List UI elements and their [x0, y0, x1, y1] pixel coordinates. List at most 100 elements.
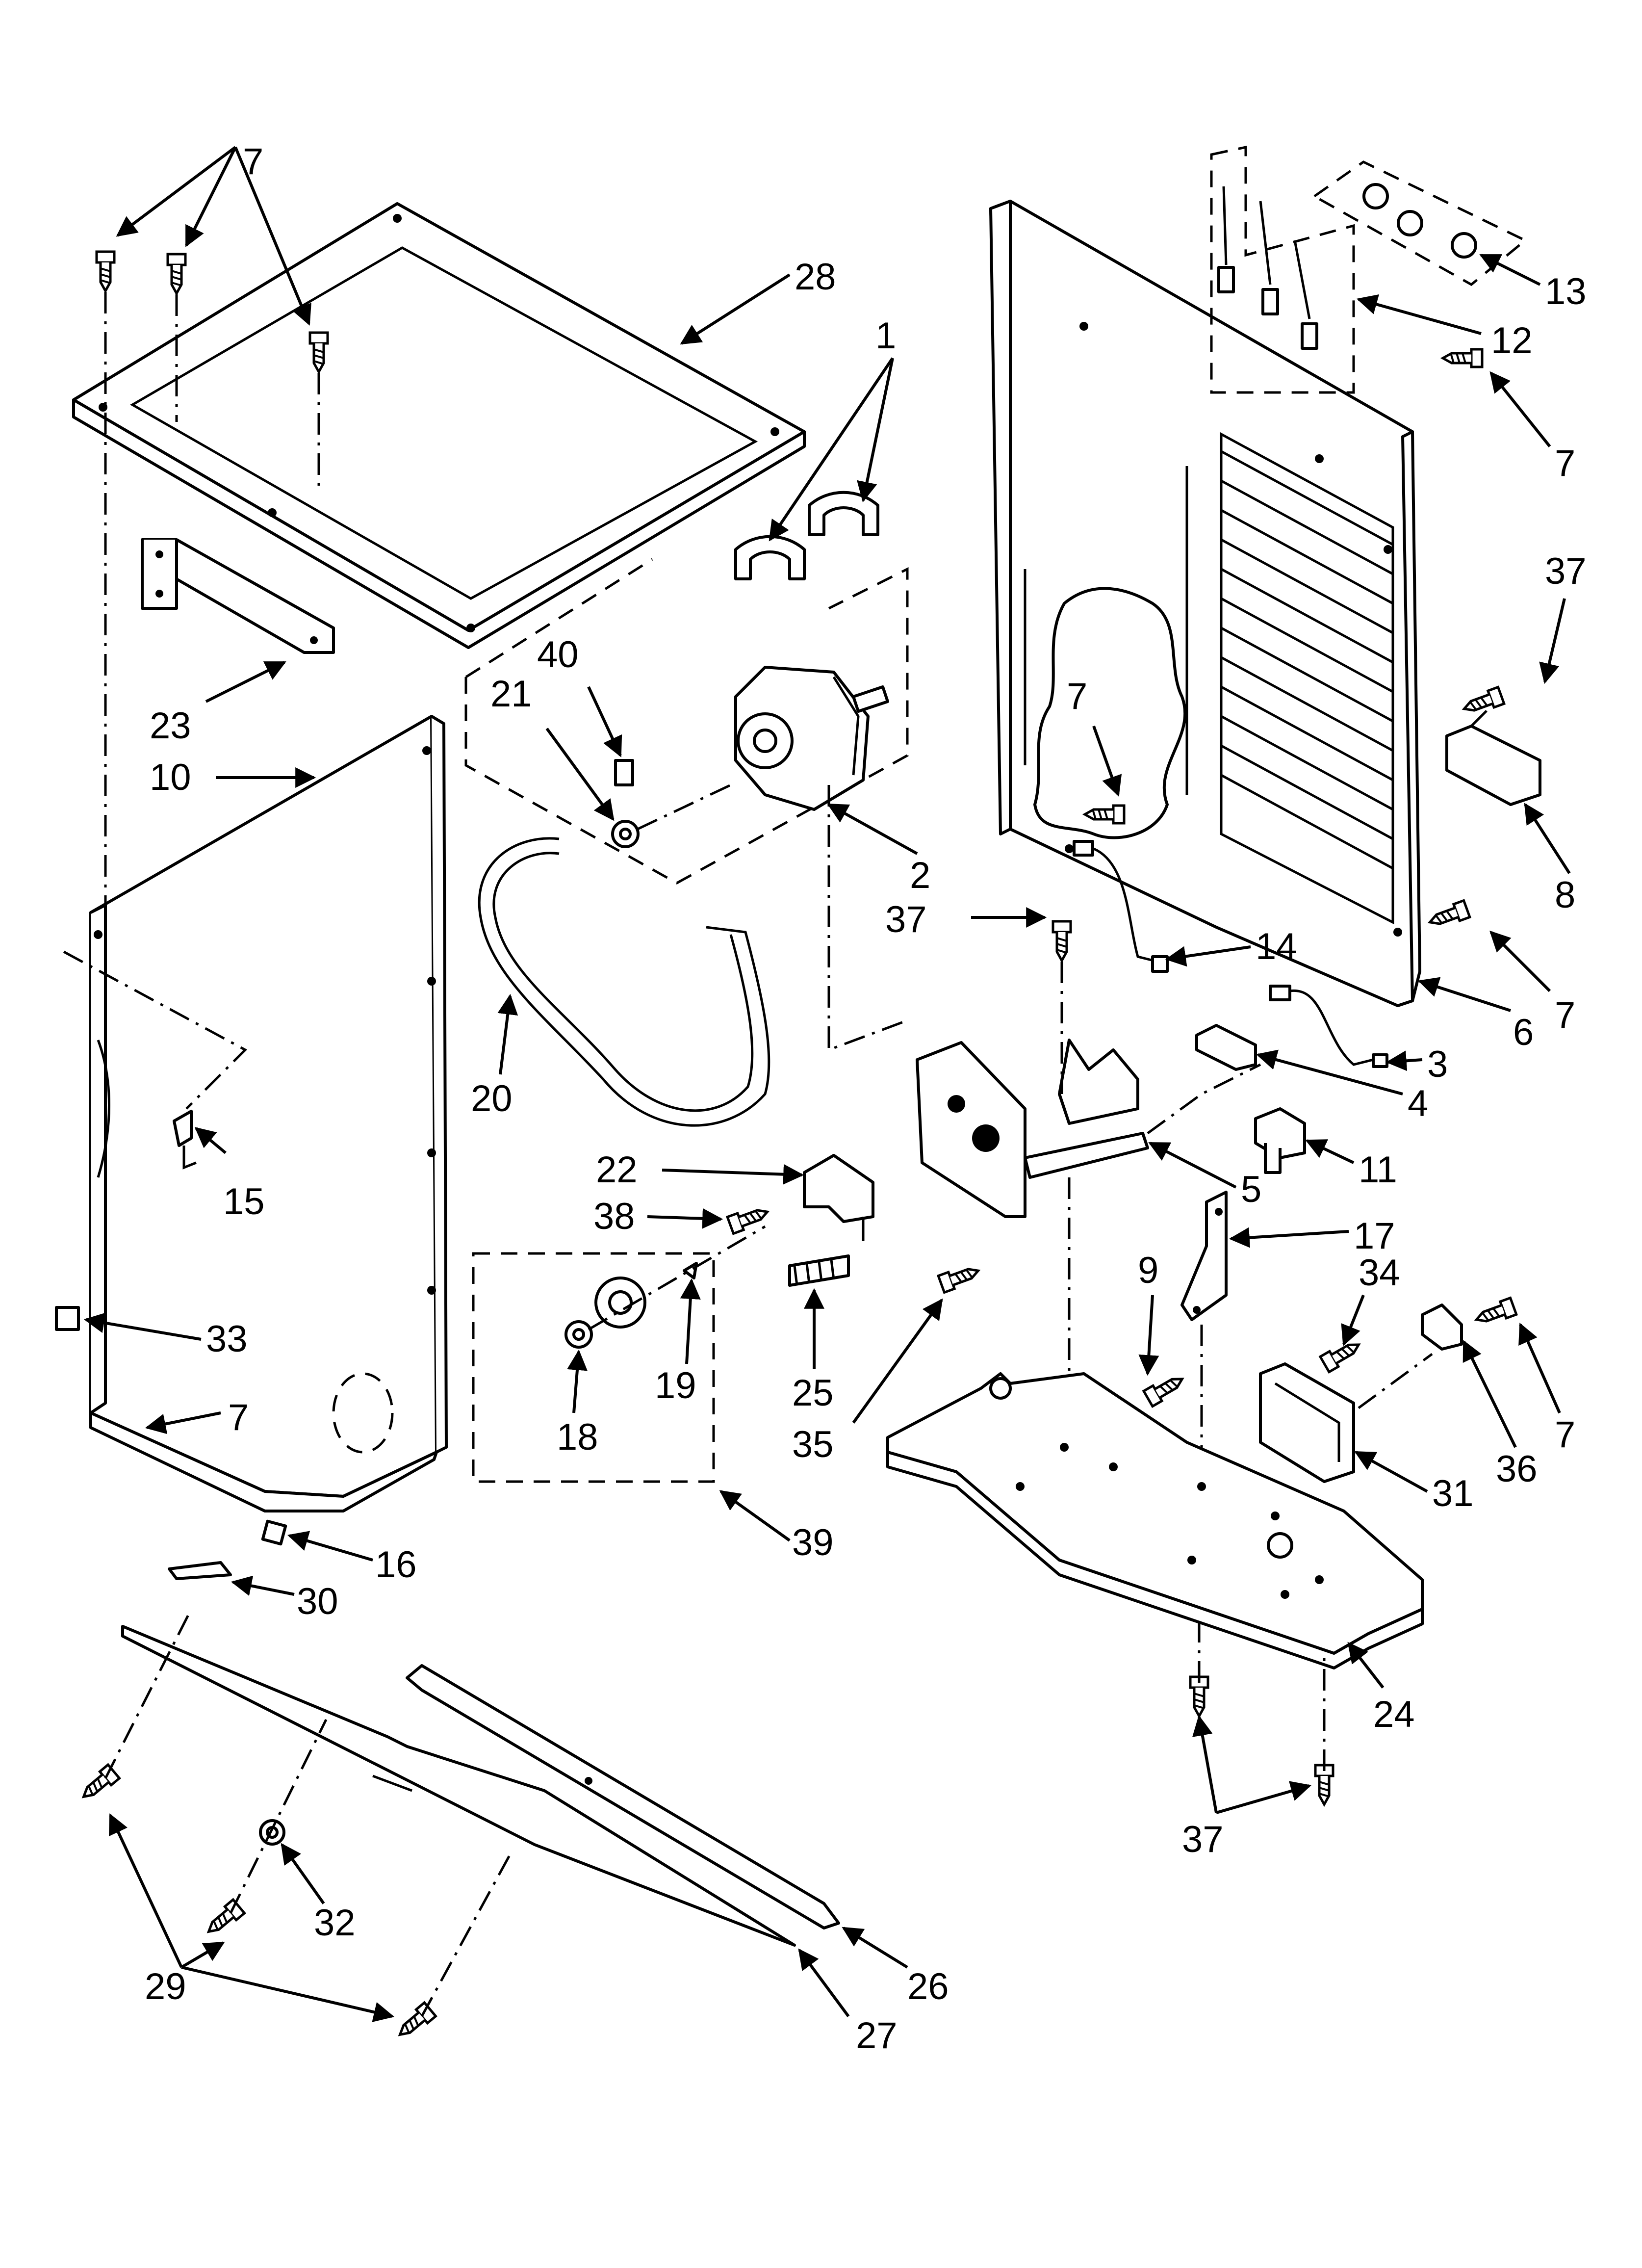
callout-22: 22: [596, 1149, 638, 1191]
callout-24: 24: [1373, 1694, 1415, 1735]
top-bracket: [141, 538, 335, 654]
callout-37b: 37: [885, 899, 927, 940]
callout-17: 17: [1354, 1215, 1395, 1257]
set-screw-40: [614, 759, 634, 786]
side-panel: [89, 715, 448, 1498]
callout-8: 8: [1555, 874, 1575, 916]
callout-37c: 37: [1182, 1819, 1224, 1860]
part-30: [168, 1561, 232, 1580]
callout-25: 25: [792, 1372, 834, 1414]
idler-shaft: [683, 1262, 698, 1279]
callout-27: 27: [856, 2015, 898, 2057]
callout-39: 39: [792, 1522, 834, 1564]
screw-38: [727, 1203, 770, 1233]
drive-motor: [734, 666, 889, 811]
callout-7d: 7: [1555, 994, 1575, 1036]
callout-20: 20: [471, 1078, 513, 1120]
callout-7b: 7: [1555, 443, 1575, 484]
callout-40: 40: [537, 634, 579, 676]
callout-13: 13: [1545, 271, 1587, 313]
motor-clip-a: [734, 535, 806, 580]
screw-7a: [97, 252, 114, 291]
callout-15: 15: [223, 1181, 265, 1223]
leader-lines: [83, 146, 1571, 2022]
drive-belt: [478, 837, 770, 1127]
washer-32: [259, 1819, 285, 1846]
callout-19: 19: [655, 1365, 696, 1407]
callout-14: 14: [1256, 926, 1297, 967]
callout-7c: 7: [1067, 676, 1087, 717]
motor-clip-b: [808, 491, 879, 536]
callout-2: 2: [910, 855, 930, 896]
callout-5: 5: [1241, 1169, 1261, 1210]
screw-29b: [203, 1900, 244, 1938]
callout-labels: 7 28 1 13 12 7 37 40 21 7 23 10 8 2 37 1…: [145, 141, 1587, 2057]
base-pan: [886, 1372, 1424, 1669]
screw-29c: [394, 2003, 436, 2041]
harness-14: [1073, 840, 1169, 973]
callout-9: 9: [1138, 1250, 1158, 1291]
callout-7f: 7: [1555, 1414, 1575, 1456]
harness-3: [1269, 985, 1388, 1068]
callout-12: 12: [1491, 320, 1533, 362]
rail-strip: [406, 1664, 840, 1929]
fastener-kit-box: [1312, 160, 1528, 287]
rear-panel-louvers: [1220, 450, 1394, 870]
clip: [173, 1110, 197, 1170]
fasteners-13: [1362, 183, 1477, 259]
rear-panel: [989, 200, 1421, 1007]
callout-31: 31: [1432, 1473, 1474, 1514]
callout-28: 28: [795, 256, 836, 298]
motor-pulley: [611, 820, 640, 848]
motor-mount: [916, 1039, 1149, 1218]
callout-18: 18: [557, 1416, 598, 1458]
callout-37a: 37: [1545, 550, 1587, 592]
wire-kit-box: [1210, 145, 1355, 394]
callout-30: 30: [297, 1581, 338, 1622]
idler-bracket: [803, 1154, 874, 1241]
callout-11: 11: [1359, 1149, 1397, 1191]
screw-29a: [78, 1765, 119, 1803]
callout-6: 6: [1513, 1012, 1534, 1053]
callout-3: 3: [1427, 1043, 1448, 1085]
callout-34: 34: [1359, 1252, 1400, 1294]
switch-4: [1195, 1024, 1257, 1071]
callout-38: 38: [593, 1196, 635, 1237]
clip-nut: [55, 1306, 80, 1331]
callout-23: 23: [150, 705, 191, 747]
callout-29: 29: [145, 1966, 186, 2007]
callout-35: 35: [792, 1424, 834, 1465]
bracket-8: [1445, 705, 1541, 806]
idler-washer: [564, 1320, 593, 1349]
screw-37a: [1053, 921, 1071, 961]
callout-10: 10: [150, 756, 191, 798]
screw-9: [1144, 1371, 1186, 1406]
screw-7-right-b: [1427, 901, 1469, 931]
callout-7e: 7: [228, 1397, 249, 1438]
callout-7a: 7: [243, 141, 263, 182]
switch-11: [1254, 1107, 1306, 1174]
idler-spring: [788, 1254, 850, 1287]
screw-34: [1320, 1337, 1363, 1372]
callout-26: 26: [907, 1966, 949, 2007]
clip-16: [261, 1519, 287, 1546]
cutaway: [1033, 587, 1186, 839]
screw-37-right: [1461, 687, 1504, 717]
screw-35: [938, 1262, 981, 1292]
bracket-31: [1259, 1362, 1355, 1483]
screw-7-right-a: [1443, 349, 1482, 367]
bracket-17: [1180, 1191, 1228, 1321]
callout-32: 32: [314, 1902, 356, 1944]
callout-4: 4: [1408, 1083, 1428, 1124]
front-rail: [121, 1625, 796, 1947]
wire-terminals: [1217, 186, 1318, 350]
top-panel: [72, 202, 806, 649]
side-panel-bottom-rail: [89, 1411, 438, 1512]
idler-kit-box: [472, 1252, 715, 1483]
callout-33: 33: [206, 1318, 248, 1360]
callout-21: 21: [490, 673, 532, 715]
callout-1: 1: [875, 315, 896, 357]
callout-36: 36: [1496, 1448, 1538, 1490]
callout-16: 16: [375, 1544, 417, 1586]
